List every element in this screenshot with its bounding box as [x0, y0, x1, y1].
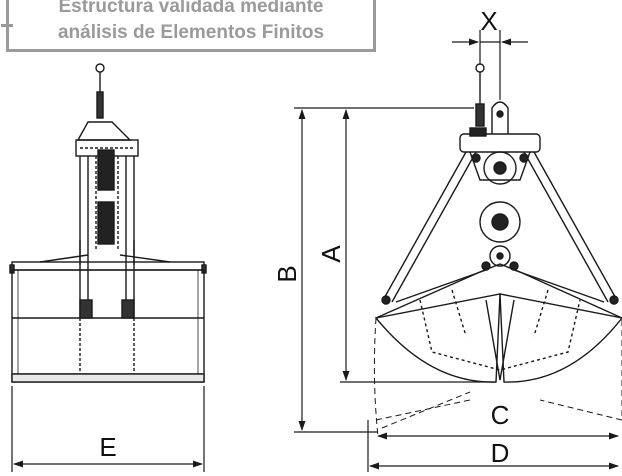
dimension-x-label: X	[480, 6, 497, 36]
dimension-c-label: C	[491, 400, 510, 430]
note-line-2: análisis de Elementos Finitos	[57, 22, 325, 43]
dimension-e-label: E	[99, 432, 116, 462]
dimension-b-label: B	[272, 265, 302, 282]
lifting-eye	[95, 63, 105, 73]
front-view	[373, 63, 622, 437]
dimension-e	[11, 386, 205, 472]
note-corner-mark	[1, 24, 13, 27]
dimension-a	[340, 109, 496, 383]
validation-note: Estructura validada mediante análisis de…	[1, 0, 376, 52]
dimension-x	[452, 30, 528, 100]
dimension-d	[367, 420, 619, 472]
note-line-1: Estructura validada mediante	[58, 0, 324, 17]
side-view	[9, 63, 207, 383]
dimension-d-label: D	[491, 438, 510, 468]
dimension-b	[294, 107, 474, 433]
dimension-a-label: A	[316, 245, 346, 263]
